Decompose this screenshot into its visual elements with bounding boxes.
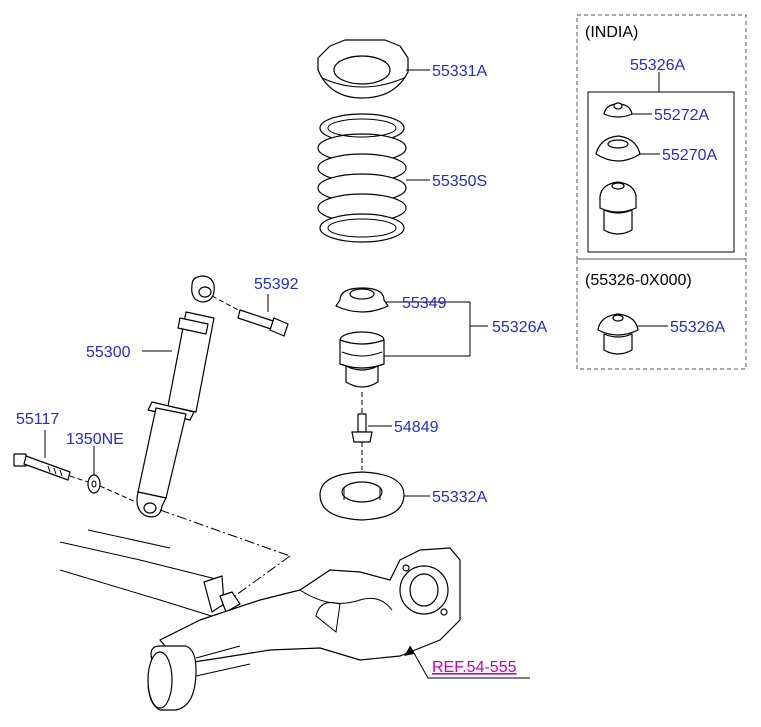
rear-axle-beam-drawing: [59, 529, 461, 711]
label-alt-55326A: 55326A: [670, 319, 725, 336]
label-55272A: 55272A: [654, 107, 709, 124]
india-box-title: (INDIA): [585, 24, 638, 41]
label-55392: 55392: [254, 276, 299, 293]
label-55326A-main: 55326A: [492, 319, 547, 336]
lower-spring-pad-drawing: [319, 471, 405, 521]
label-55332A: 55332A: [432, 489, 487, 506]
india-variant-box: (INDIA) 55326A 55272A 55270A: [576, 14, 747, 260]
leader-lines: [44, 69, 530, 679]
ref-link[interactable]: REF.54-555: [432, 659, 517, 676]
alt-box-title: (55326-0X000): [585, 272, 692, 289]
label-54849: 54849: [394, 419, 439, 436]
shock-absorber-drawing: [136, 275, 215, 518]
coil-spring-drawing: [317, 113, 407, 243]
upper-spring-pad-drawing: [317, 39, 409, 99]
bolt-55392-drawing: [211, 295, 289, 337]
washer-1350NE-drawing: [87, 474, 137, 503]
bolt-55117-drawing: [13, 453, 89, 483]
label-india-55326A: 55326A: [630, 57, 685, 74]
label-1350NE: 1350NE: [66, 431, 124, 448]
label-55117: 55117: [16, 411, 59, 428]
alt-variant-box: (55326-0X000) 55326A: [576, 258, 747, 370]
label-55270A: 55270A: [662, 147, 717, 164]
bump-stopper-cap-drawing: [335, 287, 389, 313]
bump-stopper-drawing: [339, 331, 385, 388]
label-55349: 55349: [402, 295, 447, 312]
alignment-lines: [159, 509, 291, 599]
label-55300: 55300: [86, 344, 131, 361]
bolt-54849-drawing: [351, 392, 373, 470]
label-55331A: 55331A: [432, 63, 487, 80]
label-55350S: 55350S: [432, 173, 487, 190]
